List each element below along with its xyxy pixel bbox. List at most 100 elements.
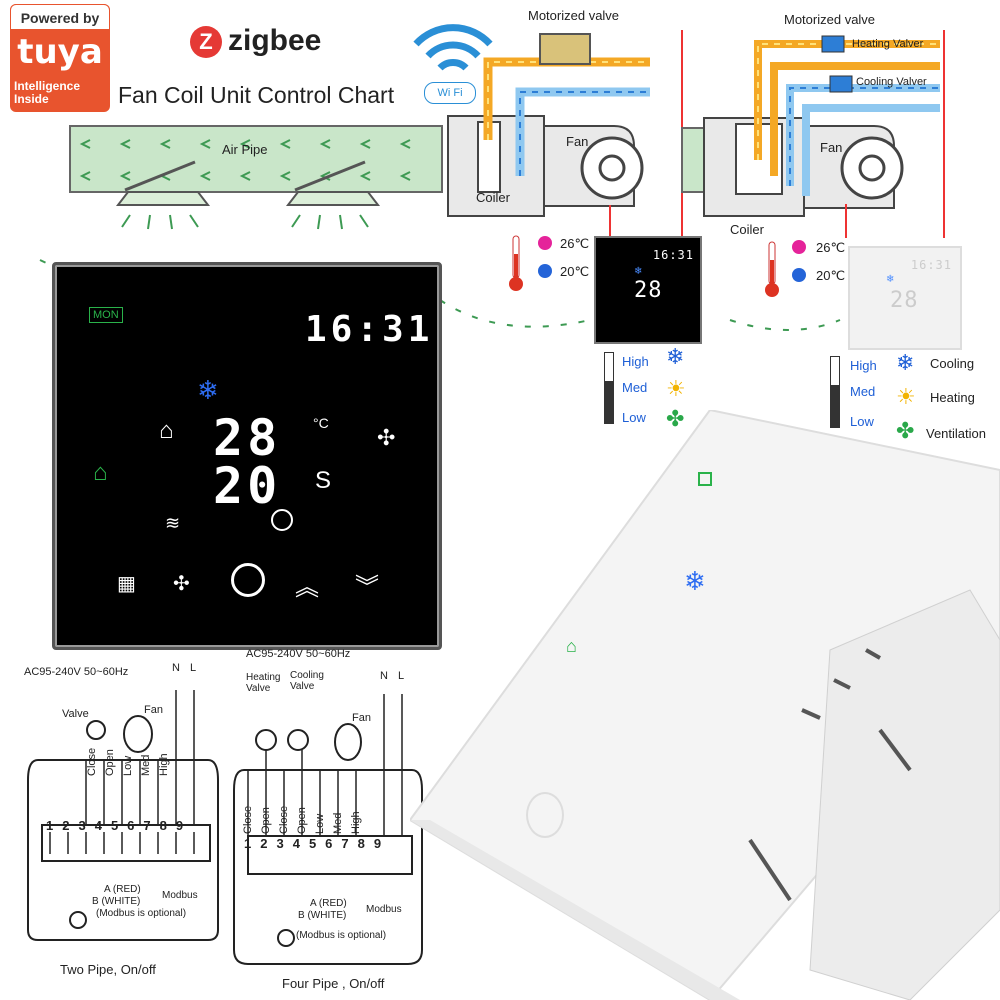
motorized-valve — [539, 33, 591, 65]
four-pipe-fan: Fan — [352, 712, 371, 724]
cooling-mode-icon: ❄ — [197, 375, 219, 405]
num: 9 — [175, 818, 193, 833]
four-pipe-supply: AC95-240V 50~60Hz — [246, 648, 351, 660]
num: 2 — [260, 836, 277, 851]
num: 4 — [94, 818, 111, 833]
two-pipe-caption: Two Pipe, On/off — [60, 962, 156, 977]
thermometer-icon — [765, 241, 779, 297]
modbus-b: B (WHITE) — [298, 910, 347, 921]
cold-dot — [538, 264, 552, 278]
mode-heating: Heating — [930, 390, 975, 405]
term-low: Low — [122, 755, 134, 776]
cold-dot — [792, 268, 806, 282]
room-unit: S — [315, 467, 332, 494]
coil-label-right: Coiler — [730, 222, 764, 237]
sun-icon: ☀ — [666, 376, 686, 401]
two-pipe-fan: Fan — [144, 704, 163, 716]
term-close: Close — [278, 805, 290, 834]
thermometer-icon — [509, 235, 523, 291]
term-med: Med — [332, 812, 344, 834]
num: 5 — [110, 818, 128, 833]
term-high: High — [350, 811, 362, 834]
coil-label-left: Coiler — [476, 190, 510, 205]
terminal-numbers: 123456789 — [46, 818, 192, 833]
term-low: Low — [314, 813, 326, 834]
num: 2 — [62, 818, 79, 833]
zigbee-label: zigbee — [228, 24, 322, 57]
wiring-four-pipe — [233, 694, 423, 965]
valve-label-right: Motorized valve — [784, 12, 876, 27]
speed-bar — [830, 356, 840, 428]
fan-coil-diagram — [39, 30, 945, 331]
snowflake-icon: ❄ — [666, 344, 685, 369]
num: 3 — [78, 818, 95, 833]
mini-temp: 28 — [634, 278, 663, 303]
cooling-valve-label: Cooling Valver — [856, 76, 927, 88]
modbus-label: Modbus — [162, 890, 198, 901]
sun-icon: ☀ — [896, 384, 916, 409]
snowflake-icon: ❄ — [684, 566, 706, 596]
room-temperature: 20 — [213, 457, 282, 515]
day-indicator-icon — [698, 472, 712, 486]
cooling-valve-icon — [829, 75, 853, 93]
num: 4 — [292, 836, 309, 851]
power-button[interactable] — [231, 563, 265, 597]
num: 9 — [373, 836, 391, 851]
speed-med: Med — [622, 380, 648, 395]
four-pipe-cooling-valve: Cooling Valve — [290, 670, 324, 692]
airflow-arrows — [79, 139, 411, 181]
cooling-valve-symbol — [287, 729, 309, 751]
tuya-logo: Powered by tuya Intelligence Inside — [10, 4, 110, 112]
diffuser — [115, 191, 211, 206]
clock-icon — [271, 509, 293, 531]
air-pipe — [69, 125, 443, 193]
tuya-tagline: Intelligence Inside — [14, 79, 81, 106]
wifi-status-icon: ≋ — [165, 513, 181, 533]
two-pipe-supply: AC95-240V 50~60Hz — [24, 666, 129, 678]
speed-high: High — [622, 354, 649, 369]
modbus-b: B (WHITE) — [92, 896, 141, 907]
hot-temp: 26℃ — [560, 236, 590, 251]
term-med: Med — [140, 754, 152, 776]
downflow-arrows — [39, 214, 841, 331]
fan-speed-button[interactable]: ✣ — [173, 573, 190, 595]
four-pipe-l: L — [398, 670, 405, 682]
two-pipe-n: N — [172, 662, 180, 674]
term-open: Open — [104, 749, 116, 776]
valve-symbol — [86, 720, 106, 740]
up-button[interactable]: ︽ — [295, 574, 319, 601]
term-high: High — [158, 753, 170, 776]
mini-temp: 28 — [890, 288, 919, 313]
num: 8 — [357, 836, 374, 851]
heating-valve-icon — [821, 35, 845, 53]
speed-med: Med — [850, 384, 876, 399]
fan-icon: ✤ — [896, 418, 915, 443]
speed-high: High — [850, 358, 877, 373]
powered-by-label: Powered by — [10, 4, 110, 30]
wifi-badge: Wi Fi — [424, 82, 476, 104]
hot-dot — [538, 236, 552, 250]
modbus-note: (Modbus is optional) — [296, 930, 387, 941]
four-pipe-n: N — [380, 670, 388, 682]
page-title: Fan Coil Unit Control Chart — [118, 82, 395, 108]
num: 6 — [127, 818, 144, 833]
mini-thermostat-white: 16:31 28 ❄ — [848, 246, 962, 350]
cold-temp: 20℃ — [560, 264, 590, 279]
fan-label-right: Fan — [820, 140, 843, 155]
term-close: Close — [242, 805, 254, 834]
num: 7 — [341, 836, 358, 851]
valve-label-left: Motorized valve — [528, 8, 620, 23]
num: 8 — [159, 818, 176, 833]
num: 1 — [244, 836, 261, 851]
heating-valve-symbol — [255, 729, 277, 751]
menu-button[interactable]: ▦ — [117, 573, 136, 595]
down-button[interactable]: ︾ — [355, 574, 379, 601]
thermostat-panel: MON 16:31 ❄ ⌂ ⌂ 28 °C 20 S ✣ ≋ ▦ ✣ ︽ ︾ — [52, 262, 442, 650]
power-button[interactable] — [526, 792, 564, 838]
term-open: Open — [296, 807, 308, 834]
hot-temp-right: 26℃ — [816, 240, 846, 255]
mode-cooling: Cooling — [930, 356, 975, 371]
modbus-a: A (RED) — [104, 884, 141, 895]
diffuser — [285, 191, 381, 206]
